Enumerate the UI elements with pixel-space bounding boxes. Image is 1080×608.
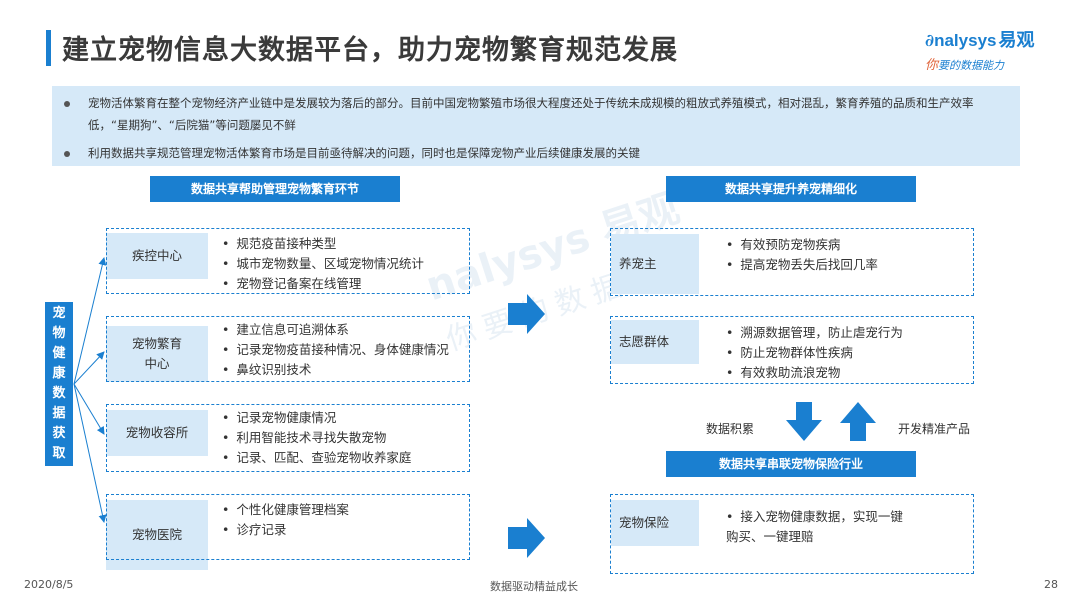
bullet-item: 记录宠物健康情况 xyxy=(222,408,411,428)
bullet-item: 个性化健康管理档案 xyxy=(222,500,349,520)
bullet-list: 溯源数据管理，防止虐宠行为 防止宠物群体性疾病 有效救助流浪宠物 xyxy=(726,323,903,383)
logo-slogan: 要的数据能力 xyxy=(938,59,1005,72)
right-arrow-icon xyxy=(508,518,545,558)
bullet-list: 有效预防宠物疾病 提高宠物丢失后找回几率 xyxy=(726,235,878,275)
summary-item: 利用数据共享规范管理宠物活体繁育市场是目前亟待解决的问题，同时也是保障宠物产业后… xyxy=(64,142,1008,164)
bullet-list: 建立信息可追溯体系 记录宠物疫苗接种情况、身体健康情况 鼻纹识别技术 xyxy=(222,320,449,380)
bullet-item: 有效预防宠物疾病 xyxy=(726,235,878,255)
dashed-frame xyxy=(106,316,470,382)
page-number: 28 xyxy=(1044,578,1058,591)
connector-line xyxy=(73,351,105,385)
page-title: 建立宠物信息大数据平台，助力宠物繁育规范发展 xyxy=(62,35,678,66)
bullet-list: 个性化健康管理档案 诊疗记录 xyxy=(222,500,349,540)
footer-slogan: 数据驱动精益成长 xyxy=(490,580,578,593)
connector-line xyxy=(73,383,107,523)
connector-line xyxy=(73,257,107,385)
logo-a-icon: ∂ xyxy=(925,31,935,51)
dashed-frame xyxy=(610,228,974,296)
arrow-label-accumulate: 数据积累 xyxy=(706,422,755,436)
bullet-item: 记录、匹配、查验宠物收养家庭 xyxy=(222,448,411,468)
bullet-list: 记录宠物健康情况 利用智能技术寻找失散宠物 记录、匹配、查验宠物收养家庭 xyxy=(222,408,411,468)
category-volunteers: 志愿群体 xyxy=(611,320,699,364)
insurance-section-header: 数据共享串联宠物保险行业 xyxy=(666,451,916,477)
logo-brand: nalysys xyxy=(934,31,997,50)
bullet-item: 城市宠物数量、区域宠物情况统计 xyxy=(222,254,424,274)
bullet-item: 接入宠物健康数据，实现一键 购买、一键理赔 xyxy=(726,507,903,547)
bullet-item: 防止宠物群体性疾病 xyxy=(726,343,903,363)
down-arrow-icon xyxy=(786,402,822,441)
bullet-item: 有效救助流浪宠物 xyxy=(726,363,903,383)
bullet-item: 记录宠物疫苗接种情况、身体健康情况 xyxy=(222,340,449,360)
right-arrow-icon xyxy=(508,294,545,334)
bullet-dot-icon xyxy=(64,151,70,157)
connector-line xyxy=(73,383,105,435)
category-breeding-center: 宠物繁育 中心 xyxy=(106,326,208,382)
category-pet-owner: 养宠主 xyxy=(611,234,699,294)
footer-date: 2020/8/5 xyxy=(24,578,74,591)
dashed-frame xyxy=(610,494,974,574)
left-section-header: 数据共享帮助管理宠物繁育环节 xyxy=(150,176,400,202)
category-shelter: 宠物收容所 xyxy=(106,410,208,456)
right-section-header: 数据共享提升养宠精细化 xyxy=(666,176,916,202)
category-cdc: 疾控中心 xyxy=(106,233,208,279)
dashed-frame xyxy=(106,404,470,472)
bullet-item: 规范疫苗接种类型 xyxy=(222,234,424,254)
up-arrow-icon xyxy=(840,402,876,441)
bullet-item: 利用智能技术寻找失散宠物 xyxy=(222,428,411,448)
bullet-list: 接入宠物健康数据，实现一键 购买、一键理赔 xyxy=(726,507,903,547)
dashed-frame xyxy=(610,316,974,384)
bullet-item: 诊疗记录 xyxy=(222,520,349,540)
bullet-item: 宠物登记备案在线管理 xyxy=(222,274,424,294)
title-accent-bar xyxy=(46,30,51,66)
summary-item: 宠物活体繁育在整个宠物经济产业链中是发展较为落后的部分。目前中国宠物繁殖市场很大… xyxy=(64,92,1008,136)
bullet-item: 建立信息可追溯体系 xyxy=(222,320,449,340)
category-pet-insurance: 宠物保险 xyxy=(611,500,699,546)
logo-brand-cn: 易观 xyxy=(998,30,1035,50)
bullet-item: 鼻纹识别技术 xyxy=(222,360,449,380)
bullet-list: 规范疫苗接种类型 城市宠物数量、区域宠物情况统计 宠物登记备案在线管理 xyxy=(222,234,424,294)
logo-slogan-ni: 你 xyxy=(925,58,939,73)
arrow-label-develop: 开发精准产品 xyxy=(898,422,971,436)
bullet-item: 提高宠物丢失后找回几率 xyxy=(726,255,878,275)
dashed-frame xyxy=(106,494,470,560)
summary-panel: 宠物活体繁育在整个宠物经济产业链中是发展较为落后的部分。目前中国宠物繁殖市场很大… xyxy=(52,86,1020,166)
bullet-item: 溯源数据管理，防止虐宠行为 xyxy=(726,323,903,343)
bullet-dot-icon xyxy=(64,101,70,107)
category-pet-hospital: 宠物医院 xyxy=(106,500,208,570)
pet-health-data-label: 宠 物 健 康 数 据 获 取 xyxy=(45,302,73,466)
